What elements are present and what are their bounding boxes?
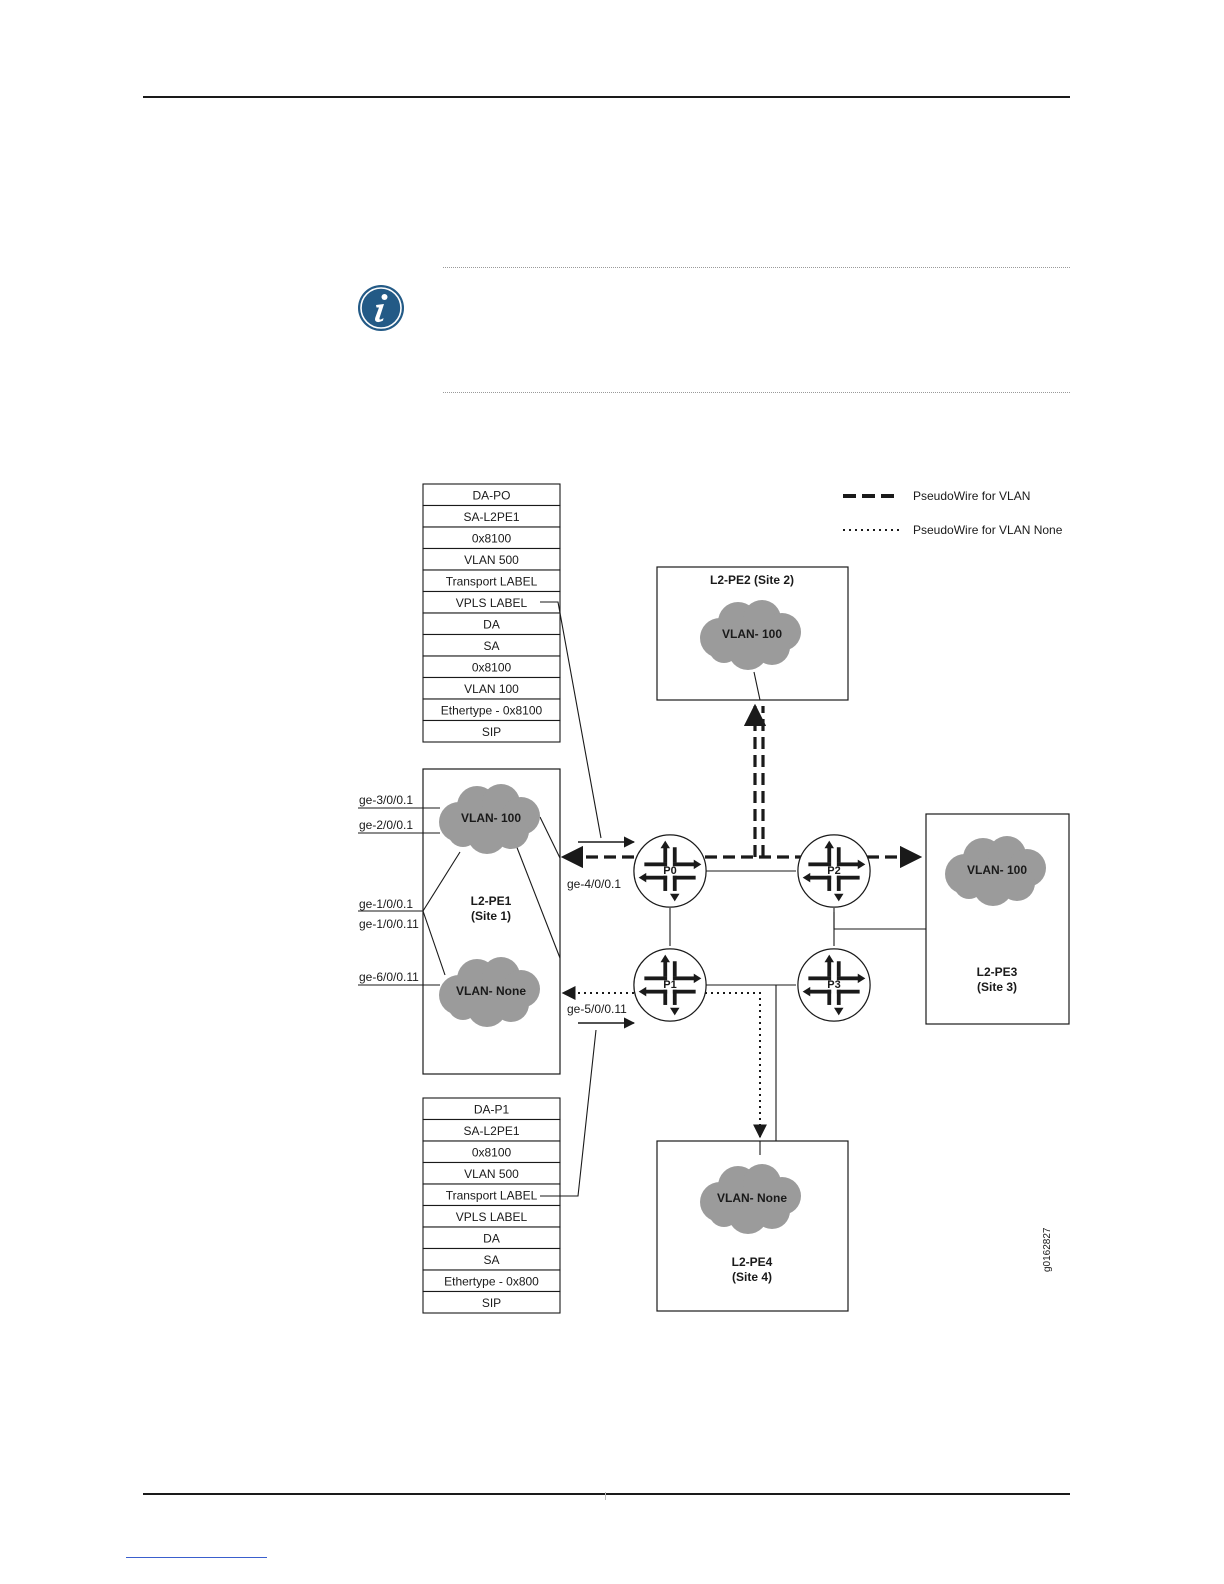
iface-ge4: ge-4/0/0.1 xyxy=(567,877,621,891)
frame-field: VPLS LABEL xyxy=(456,596,528,610)
cloud-label-pe1-vlannone: VLAN- None xyxy=(456,984,526,998)
cloud-label-pe4-vlannone: VLAN- None xyxy=(717,1191,787,1205)
cloud-pe2-vlan100 xyxy=(700,600,801,670)
links xyxy=(358,601,926,1197)
site-label-pe2: L2-PE2 (Site 2) xyxy=(710,573,794,587)
cloud-pe1-vlannone xyxy=(439,957,540,1027)
frame-field: 0x8100 xyxy=(472,1145,512,1159)
frame-field: VLAN 500 xyxy=(464,553,519,567)
cloud-blob xyxy=(448,990,478,1020)
legend-vlan-label: PseudoWire for VLAN xyxy=(913,489,1030,503)
frame-field: DA xyxy=(483,617,500,631)
site-label-pe1-site: (Site 1) xyxy=(471,909,511,923)
site-label-pe4-site: (Site 4) xyxy=(732,1270,772,1284)
info-icon xyxy=(358,285,404,331)
frame-field: SA xyxy=(483,1253,499,1267)
cloud-blob xyxy=(467,987,507,1027)
site-box-pe4 xyxy=(656,1140,849,1312)
cloud-blob xyxy=(954,869,984,899)
cloud-pe3-vlan100 xyxy=(945,836,1046,906)
router-label-p3: P3 xyxy=(827,979,840,991)
frame-field: SA xyxy=(483,639,499,653)
frame-field: SIP xyxy=(482,1296,501,1310)
frame-field: DA xyxy=(483,1231,500,1245)
cloud-blob xyxy=(973,866,1013,906)
site-label-pe3-site: (Site 3) xyxy=(977,980,1017,994)
frame-field: Ethertype - 0x800 xyxy=(444,1274,539,1288)
frame-field-box xyxy=(422,1290,561,1314)
router-label-p0: P0 xyxy=(663,865,676,877)
cloud-blob xyxy=(709,1197,739,1227)
frame-field: Transport LABEL xyxy=(446,574,538,588)
frame-field: Ethertype - 0x8100 xyxy=(441,703,543,717)
cloud-label-pe2-vlan100: VLAN- 100 xyxy=(722,627,782,641)
cloud-blob xyxy=(709,633,739,663)
cloud-label-pe1-vlan100: VLAN- 100 xyxy=(461,811,521,825)
site-label-pe1-name: L2-PE1 xyxy=(471,894,512,908)
frame-field: DA-P1 xyxy=(474,1102,510,1116)
frame-field: VLAN 500 xyxy=(464,1167,519,1181)
iface-ge6: ge-6/0/0.11 xyxy=(359,970,419,984)
frame-field: SIP xyxy=(482,725,501,739)
frame-field: SA-L2PE1 xyxy=(463,510,519,524)
note-top-rule xyxy=(443,267,1070,268)
iface-ge2: ge-2/0/0.1 xyxy=(359,818,413,832)
legend-none-label: PseudoWire for VLAN None xyxy=(913,523,1063,537)
frame-field: DA-PO xyxy=(472,488,510,502)
frame-field: Transport LABEL xyxy=(446,1188,538,1202)
cloud-blob xyxy=(728,1194,768,1234)
iface-ge1b: ge-1/0/0.11 xyxy=(359,917,419,931)
site-box-pe1 xyxy=(422,768,561,1075)
iface-ge3: ge-3/0/0.1 xyxy=(359,793,413,807)
cloud-label-pe3-vlan100: VLAN- 100 xyxy=(967,863,1027,877)
iface-ge1a: ge-1/0/0.1 xyxy=(359,897,413,911)
site-box-pe2 xyxy=(656,566,849,701)
footer-link-underline xyxy=(126,1557,267,1558)
site-label-pe3-name: L2-PE3 xyxy=(977,965,1018,979)
cloud-pe4-vlannone xyxy=(700,1164,801,1234)
frame-field: SA-L2PE1 xyxy=(463,1124,519,1138)
iface-ge5: ge-5/0/0.11 xyxy=(567,1002,627,1016)
site-label-pe4-name: L2-PE4 xyxy=(732,1255,773,1269)
note-bottom-rule xyxy=(443,392,1070,393)
header-rule xyxy=(143,96,1070,98)
frame-field: VPLS LABEL xyxy=(456,1210,528,1224)
figure-id: g0162827 xyxy=(1042,1227,1053,1272)
footer-tick xyxy=(605,1492,606,1500)
pseudowire-vlan xyxy=(560,703,923,869)
site-box-pe3 xyxy=(925,813,1070,1025)
router-label-p1: P1 xyxy=(663,979,676,991)
cloud-blob xyxy=(467,814,507,854)
frame-field: 0x8100 xyxy=(472,660,512,674)
frame-field: 0x8100 xyxy=(472,531,512,545)
footer-rule xyxy=(143,1493,1070,1495)
cloud-blob xyxy=(728,630,768,670)
frame-field-box xyxy=(422,719,561,743)
cloud-pe1-vlan100 xyxy=(439,784,540,854)
pseudowire-vlan-none xyxy=(561,986,767,1139)
cloud-blob xyxy=(448,817,478,847)
frame-field: VLAN 100 xyxy=(464,682,519,696)
router-label-p2: P2 xyxy=(827,865,840,877)
